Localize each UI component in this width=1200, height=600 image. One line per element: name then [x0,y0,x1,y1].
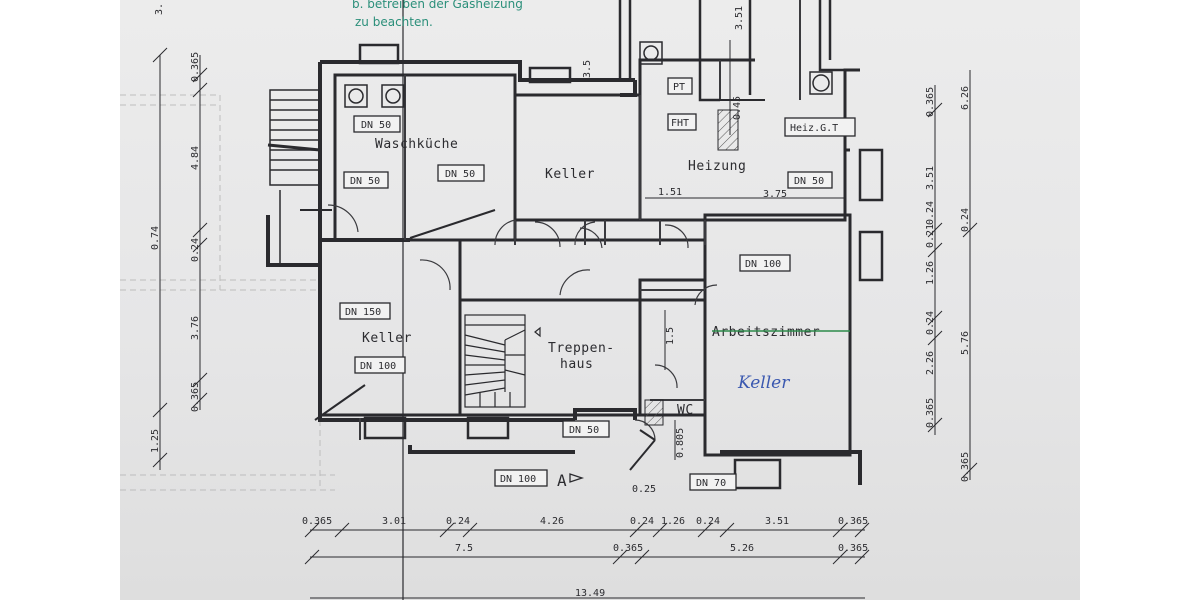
pipe-label-10: DN 70 [696,478,726,489]
equipment-symbols [344,41,833,108]
right-dim-7: 2.26 [925,351,936,375]
heiz-label: Heiz.G.T [790,123,838,134]
room-treppenhaus-1: Treppen- [548,341,615,356]
pipe-label-6: DN 150 [345,307,381,318]
bottom-dim-4: 4.26 [540,516,564,527]
right-dim-1: 0.365 [925,87,936,117]
stairwell-stairs [464,314,541,408]
right-dim-chains [927,70,978,480]
door-swings [327,204,718,441]
bezel-right [1080,0,1200,600]
bottom-dim-5: 0.24 [630,516,654,527]
pipe-label-2: DN 50 [350,176,380,187]
right-dim-4: 0.21 [925,224,936,248]
building-outline [318,58,860,457]
bottom-dim-chains [304,522,870,599]
left-dim-2: 0.365 [190,52,201,82]
room-keller-top: Keller [545,167,595,182]
pipe-label-3: DN 50 [445,169,475,180]
pipe-label-9: DN 100 [500,474,536,485]
chimneys [358,43,884,490]
section-arrow [569,473,585,483]
room-arbeitszimmer: Arbeitszimmer [712,325,820,340]
left-dim-chain [152,47,208,470]
pipe-label-5: DN 100 [745,259,781,270]
section-marker: A [557,471,567,490]
pipe-label-4: DN 50 [794,176,824,187]
hatched-elements [644,109,739,426]
right-dim-2: 3.51 [925,166,936,190]
bottom-dim-labels-row2: 7.5 0.365 5.26 0.365 [455,543,868,554]
pipe-boxes [339,115,833,491]
bottom-dim-11: 0.365 [613,543,643,554]
bezel-left [0,0,120,600]
dim-351-top: 3.51 [734,6,745,30]
gas-note-line2: zu beachten. [355,15,433,29]
left-dim-4: 0.74 [150,226,161,250]
handwritten-keller: Keller [737,373,790,393]
dim-025: 0.25 [632,484,656,495]
bottom-dim-9: 0.365 [838,516,868,527]
fht-label: FHT [671,118,689,129]
gas-note-line1: b. betreiben der Gasheizung [352,0,523,11]
right-dim-6: 0.24 [925,311,936,335]
floor-plan: DN 50 DN 50 DN 50 DN 50 DN 100 DN 150 DN… [120,0,978,600]
bottom-dim-13: 0.365 [838,543,868,554]
pipe-label-7: DN 100 [360,361,396,372]
pipe-label-1: DN 50 [361,120,391,131]
pt-label: PT [673,82,685,93]
outside-stairs [267,89,321,265]
bottom-dim-6: 1.26 [661,516,685,527]
left-dim-3: 4.84 [190,146,201,170]
equipment-boxes [667,77,856,137]
right-dim-3: 0.24 [925,201,936,225]
right-dim-12: 0.365 [960,452,971,482]
left-dim-8: 1.25 [150,429,161,453]
bottom-dim-3: 0.24 [446,516,470,527]
left-dim-5: 0.24 [190,238,201,262]
dim-151: 1.51 [658,187,682,198]
right-dim-labels: 0.365 3.51 0.24 0.21 1.26 0.24 2.26 0.36… [925,86,971,482]
top-right-walls [618,0,845,102]
dim-35: 3.5 [582,60,593,78]
room-keller-left: Keller [362,331,412,346]
right-dim-5: 1.26 [925,261,936,285]
dim-15: 1.5 [665,327,676,345]
room-treppenhaus-2: haus [560,357,593,372]
right-dim-8: 0.365 [925,398,936,428]
inner-dim-lines [645,40,845,460]
left-dim-6: 3.76 [190,316,201,340]
left-dim-1: 3. [154,3,165,15]
bottom-dim-labels-row1: 0.365 3.01 0.24 4.26 0.24 1.26 0.24 3.51… [302,516,868,527]
room-heizung: Heizung [688,159,746,174]
dim-375: 3.75 [763,189,787,200]
bottom-dim-12: 5.26 [730,543,754,554]
right-dim-10: 0.24 [960,208,971,232]
drain-lines [300,0,765,600]
inner-walls [359,0,801,440]
dim-0805: 0.805 [675,428,686,458]
pipe-label-8: DN 50 [569,425,599,436]
bottom-dim-8: 3.51 [765,516,789,527]
right-dim-9: 6.26 [960,86,971,110]
left-dim-labels: 3. 0.365 4.84 0.74 0.24 3.76 0.365 1.25 [150,3,201,453]
pipe-labels: DN 50 DN 50 DN 50 DN 50 DN 100 DN 150 DN… [345,120,824,489]
bottom-dim-1: 0.365 [302,516,332,527]
left-dim-7: 0.365 [190,382,201,412]
room-wc: WC [677,403,694,418]
bottom-dim-7: 0.24 [696,516,720,527]
right-dim-11: 5.76 [960,331,971,355]
monitor-screen: DN 50 DN 50 DN 50 DN 50 DN 100 DN 150 DN… [120,0,1080,600]
bottom-dim-total: 13.49 [575,588,605,599]
room-waschkueche: Waschküche [375,137,458,152]
bottom-dim-2: 3.01 [382,516,406,527]
dim-045: 0.45 [732,96,743,120]
bottom-dim-10: 7.5 [455,543,473,554]
